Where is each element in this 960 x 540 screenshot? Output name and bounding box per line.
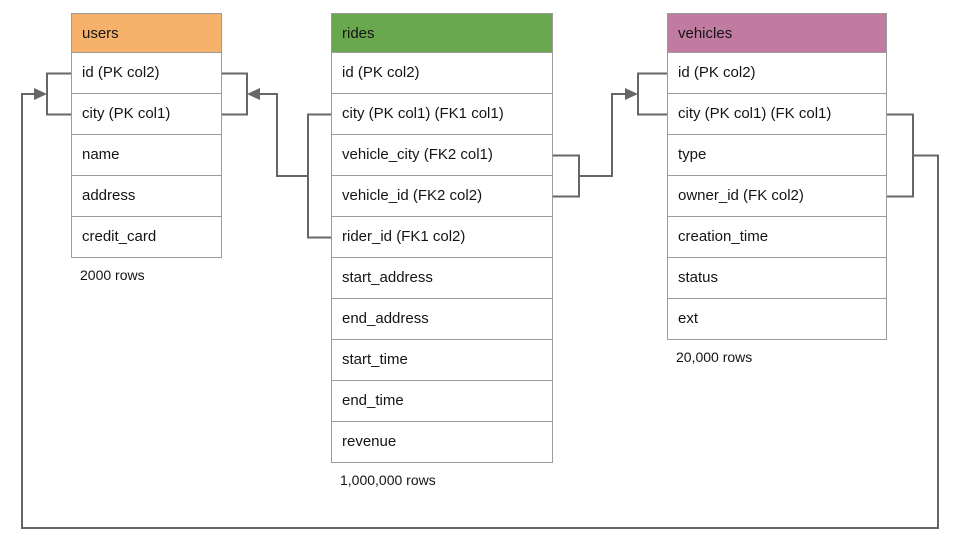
table-row: id (PK col2) — [667, 53, 887, 94]
table-header: users — [71, 13, 222, 53]
table-rides: rides id (PK col2)city (PK col1) (FK1 co… — [331, 13, 553, 488]
table-row: start_address — [331, 258, 553, 299]
table-row: revenue — [331, 422, 553, 463]
table-row: name — [71, 135, 222, 176]
table-vehicles: vehicles id (PK col2)city (PK col1) (FK … — [667, 13, 887, 365]
table-row: city (PK col1) (FK1 col1) — [331, 94, 553, 135]
table-row: city (PK col1) — [71, 94, 222, 135]
table-header: vehicles — [667, 13, 887, 53]
table-row: end_address — [331, 299, 553, 340]
table-row: id (PK col2) — [331, 53, 553, 94]
arrow-to-users-left-icon — [34, 88, 47, 100]
rides-to-users-line — [259, 93, 308, 177]
table-row: vehicle_id (FK2 col2) — [331, 176, 553, 217]
users-left-bracket — [46, 72, 71, 116]
table-row: credit_card — [71, 217, 222, 258]
table-rows: id (PK col2)city (PK col1) (FK col1)type… — [667, 53, 887, 340]
row-count-label: 20,000 rows — [676, 349, 753, 365]
rides-left-bracket — [307, 113, 331, 239]
vehicles-right-bracket — [887, 113, 914, 198]
row-count-label: 2000 rows — [80, 267, 145, 283]
row-count-label: 1,000,000 rows — [340, 472, 436, 488]
table-row: end_time — [331, 381, 553, 422]
table-rows: id (PK col2)city (PK col1) (FK1 col1)veh… — [331, 53, 553, 463]
table-row: id (PK col2) — [71, 53, 222, 94]
table-row: rider_id (FK1 col2) — [331, 217, 553, 258]
table-row: creation_time — [667, 217, 887, 258]
vehicles-left-bracket — [637, 72, 667, 116]
table-header: rides — [331, 13, 553, 53]
arrow-to-users-icon — [247, 88, 260, 100]
table-row: type — [667, 135, 887, 176]
rides-right-bracket — [553, 154, 580, 198]
arrow-to-vehicles-icon — [625, 88, 638, 100]
table-row: owner_id (FK col2) — [667, 176, 887, 217]
table-row: vehicle_city (FK2 col1) — [331, 135, 553, 176]
table-row: status — [667, 258, 887, 299]
users-right-bracket — [222, 72, 248, 116]
table-row: ext — [667, 299, 887, 340]
table-row: start_time — [331, 340, 553, 381]
rides-to-vehicles-line — [579, 93, 626, 177]
table-row: address — [71, 176, 222, 217]
table-row: city (PK col1) (FK col1) — [667, 94, 887, 135]
